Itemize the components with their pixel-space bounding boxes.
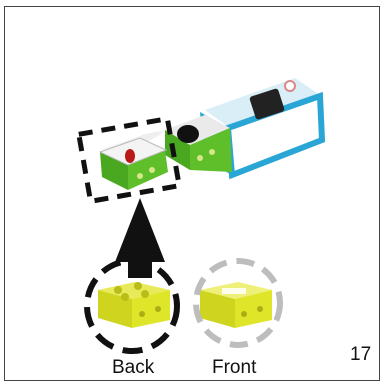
button-module bbox=[165, 115, 232, 172]
back-label: Back bbox=[112, 358, 154, 377]
front-label: Front bbox=[212, 358, 256, 377]
page-number: 17 bbox=[350, 344, 371, 366]
back-block bbox=[98, 282, 170, 328]
front-block bbox=[200, 282, 272, 328]
led-module bbox=[100, 130, 168, 190]
arrow-up-icon bbox=[115, 198, 165, 278]
